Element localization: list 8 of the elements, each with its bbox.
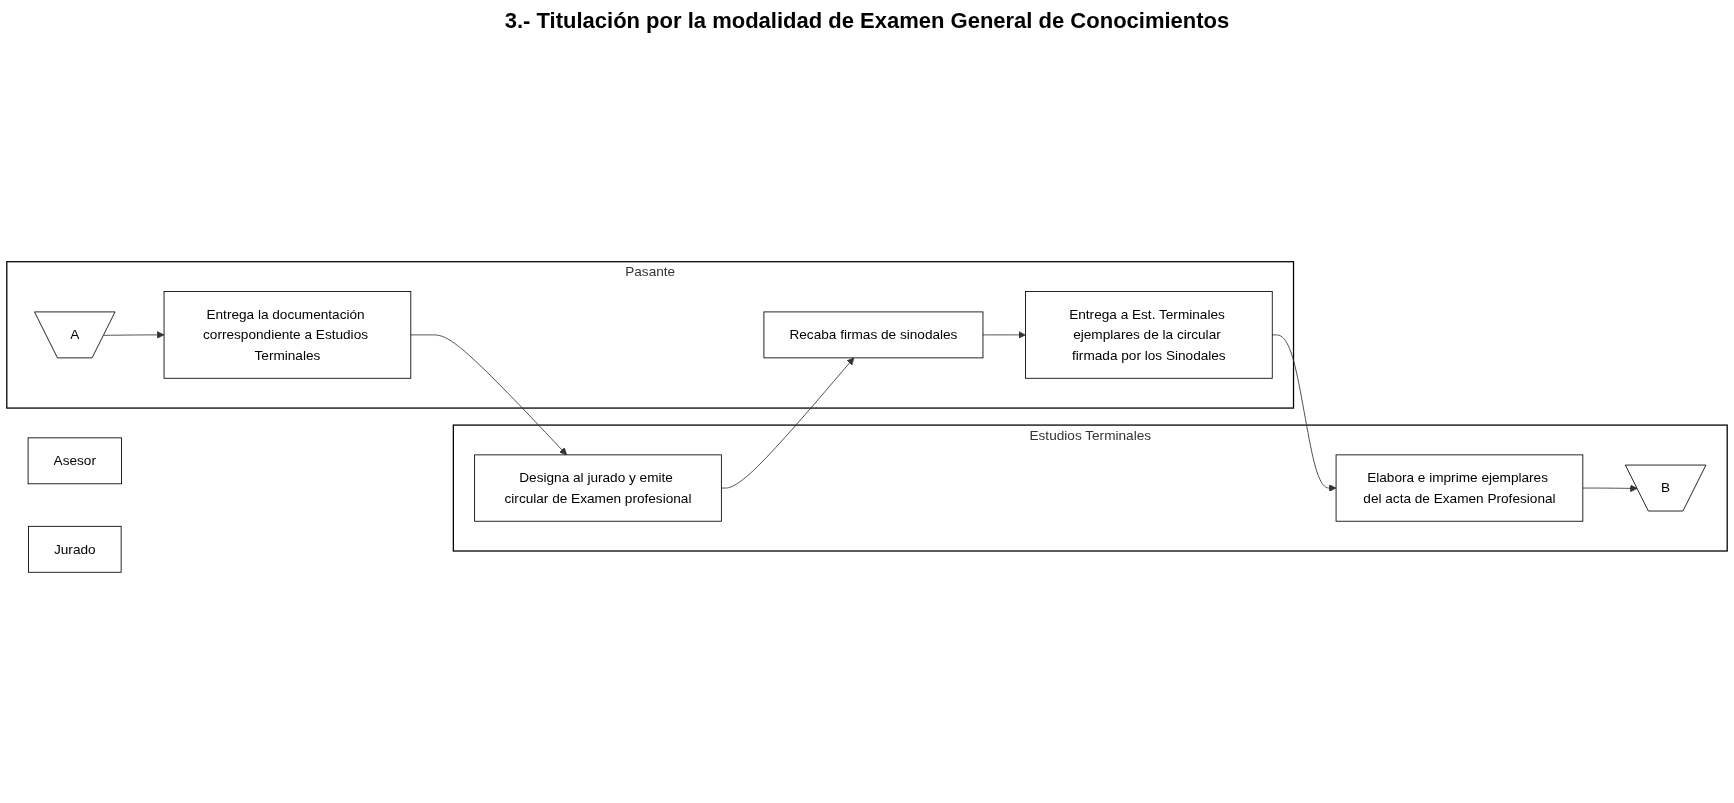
node-box: Recaba firmas de sinodales (763, 311, 984, 359)
node-box: Designa al jurado y emite circular de Examen profesional (474, 454, 722, 522)
node-box: Jurado (28, 525, 122, 573)
node-box: Elabora e imprime ejemplares del acta de Examen Profesional (1335, 454, 1584, 522)
node-box: Asesor (27, 437, 122, 485)
diagram-title: 3.- Titulación por la modalidad de Examen General de Conocimientos (503, 8, 1231, 34)
node-box: Entrega a Est. Terminales ejemplares de la circular firmada por los Sinodales (1025, 291, 1273, 379)
node-box: Entrega la documentación correspondiente a Estudios Terminales (163, 291, 412, 379)
